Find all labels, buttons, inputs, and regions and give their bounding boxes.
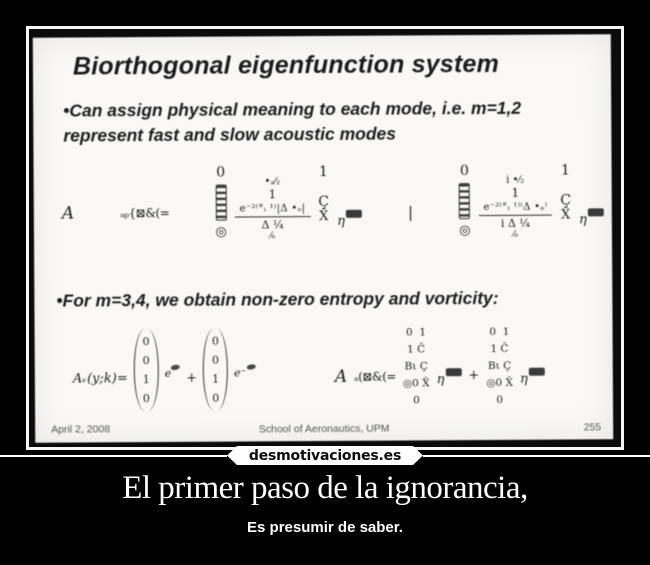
slide-footer-page-number: 255 (583, 421, 602, 434)
slide-title: Biorthogonal eigenfunction system (72, 49, 500, 81)
watermark-site-text: desmotivaciones.es (248, 447, 402, 464)
vector-entry: 0 (212, 391, 220, 405)
stack-row: Bι Ç (487, 359, 512, 372)
equation-lhs: Aᵥ(y;k)= (72, 371, 128, 387)
equation-separator: | (407, 203, 414, 222)
column-vector-2: 0 0 1 0 (202, 328, 229, 411)
eta-symbol: η (519, 371, 528, 387)
digit-label: 0 (216, 164, 226, 181)
superscript-badge (587, 208, 604, 217)
state-vector-stack-1: 0 1 1 Ĉ Bι Ç ◎0 X̂ 0 (403, 324, 430, 409)
fraction-numerator: e⁻²⁽°ᵢ ¹⁾|Δ •ₒ| (234, 202, 311, 218)
vector-entry: 1 (212, 372, 220, 386)
vector-entry: 0 (142, 335, 150, 349)
vector-entry: 0 (142, 392, 150, 406)
slide-footer-school: School of Aeronautics, UPM (258, 422, 390, 436)
superscript-badge (445, 368, 462, 377)
fraction-top: i •⁄₂ (506, 174, 525, 186)
column-vector-1: 0 0 1 0 (133, 329, 159, 412)
stack-row: 0 (413, 394, 420, 407)
equation-term-1: 0 ◎ •ₐ⁄₂ 1 e⁻²⁽°ᵢ ¹⁾|Δ •ₒ| Δ ¼ ⁄₆ 1 Ç (215, 164, 362, 242)
stack-row: 0 1 (405, 326, 427, 339)
fraction-denominator-2: ⁄₆ (270, 231, 276, 242)
stack-row: 1 Ĉ (490, 342, 509, 355)
e-symbol: e⁻ (234, 366, 247, 380)
watermark-line-right (423, 450, 650, 457)
exponential-factor: e (165, 363, 181, 380)
c-glyph: Ç (560, 192, 571, 209)
vector-entry: 1 (142, 373, 150, 387)
digit-label: 0 (459, 163, 469, 180)
eta-symbol: η (579, 212, 587, 228)
watermark-ribbon: desmotivaciones.es (227, 446, 423, 465)
plus-sign: + (186, 370, 198, 386)
caption-title: El primer paso de la ignorancia, (122, 470, 528, 506)
watermark-line-left (0, 450, 227, 457)
fraction-block: •ₐ⁄₂ 1 e⁻²⁽°ᵢ ¹⁾|Δ •ₒ| Δ ¼ ⁄₆ (234, 164, 311, 242)
x-hat-glyph: X̂ (560, 207, 571, 223)
digit-label: 1 (560, 162, 570, 179)
stack-row: Bι Ç (404, 360, 428, 373)
photo-frame: Biorthogonal eigenfunction system •Can a… (26, 26, 624, 450)
vector-entry: 0 (142, 354, 150, 368)
mode-amplitude: η (519, 367, 545, 387)
fraction-numerator: e⁻²⁽°ᵢ ¹⁾⁽Δ •ₐ⁾ (478, 200, 553, 217)
circle-glyph: ◎ (459, 223, 471, 239)
slide-bullet-2: •For m=3,4, we obtain non-zero entropy a… (56, 287, 499, 311)
fraction-denominator-2: ⁄₆ (512, 229, 519, 240)
plus-sign: + (468, 368, 480, 384)
digit-label: 1 (318, 163, 328, 181)
watermark-band: desmotivaciones.es (0, 446, 650, 466)
blurred-matrix-icon (215, 184, 227, 221)
superscript-badge (345, 209, 362, 218)
mode-amplitude: η (337, 209, 362, 229)
fraction-block: i •⁄₂ 1 e⁻²⁽°ᵢ ¹⁾⁽Δ •ₐ⁾ i Δ ¼ ⁄₆ (478, 163, 553, 240)
mode-amplitude: η (437, 368, 462, 387)
fraction-one: 1 (268, 187, 277, 202)
stack-row: 1 Ĉ (407, 343, 426, 356)
exponential-factor: e⁻ (234, 363, 256, 380)
vector-entry: 0 (211, 353, 220, 367)
equation-lhs-symbol: A (334, 366, 348, 387)
equation-lhs-symbol: A (61, 203, 75, 224)
fraction-one: 1 (511, 185, 520, 200)
fraction-denominator: Δ ¼ (261, 218, 284, 232)
superscript-scribble (245, 363, 256, 371)
slide-bullet-1: •Can assign physical meaning to each mod… (63, 97, 522, 146)
lecture-slide: Biorthogonal eigenfunction system •Can a… (32, 34, 614, 443)
equation-bottom-left: Aᵥ(y;k)= 0 0 1 0 e + 0 0 1 0 e⁻ (72, 324, 256, 412)
x-hat-glyph: X̂ (319, 208, 329, 225)
eta-symbol: η (337, 213, 345, 229)
stack-row: 0 1 (489, 325, 510, 338)
equation-term-2: 0 ◎ i •⁄₂ 1 e⁻²⁽°ᵢ ¹⁾⁽Δ •ₐ⁾ i Δ ¼ ⁄₆ 1 Ç (459, 162, 604, 240)
matrix-column: 0 ◎ (215, 165, 227, 240)
stack-row: ◎0 X̂ (402, 377, 430, 390)
superscript-badge (528, 367, 545, 376)
stack-row: ◎0 X̂ (486, 376, 514, 390)
equation-top-row: A ₐₚ{⊠&(= 0 ◎ •ₐ⁄₂ 1 e⁻²⁽°ᵢ ¹⁾|Δ •ₒ| Δ ¼… (62, 156, 605, 275)
caption-subtitle: Es presumir de saber. (247, 519, 403, 536)
state-vector-stack-2: 0 1 1 Ĉ Bι Ç ◎0 X̂ 0 (486, 324, 513, 409)
equation-bottom-right: A ₐ(⊠&(= 0 1 1 Ĉ Bι Ç ◎0 X̂ 0 η + 0 1 1 … (335, 320, 545, 410)
equation-lhs-script: ₐ(⊠&(= (354, 369, 396, 384)
matrix-column: 0 ◎ (459, 163, 471, 238)
c-glyph: Ç (318, 193, 330, 211)
equation-lhs-script: ₐₚ{⊠&(= (120, 205, 170, 221)
coefficient-column: 1 Ç X̂ (560, 162, 571, 222)
fraction-top: •ₐ⁄₂ (264, 176, 281, 188)
circle-glyph: ◎ (215, 224, 227, 240)
mode-amplitude: η (579, 208, 604, 227)
coefficient-column: 1 Ç X̂ (318, 164, 329, 224)
vector-entry: 0 (211, 334, 219, 348)
fraction-denominator: i Δ ¼ (500, 216, 531, 230)
superscript-scribble (170, 363, 181, 371)
blurred-matrix-icon (459, 183, 471, 220)
stack-row: 0 (496, 393, 504, 406)
eta-symbol: η (436, 372, 445, 388)
